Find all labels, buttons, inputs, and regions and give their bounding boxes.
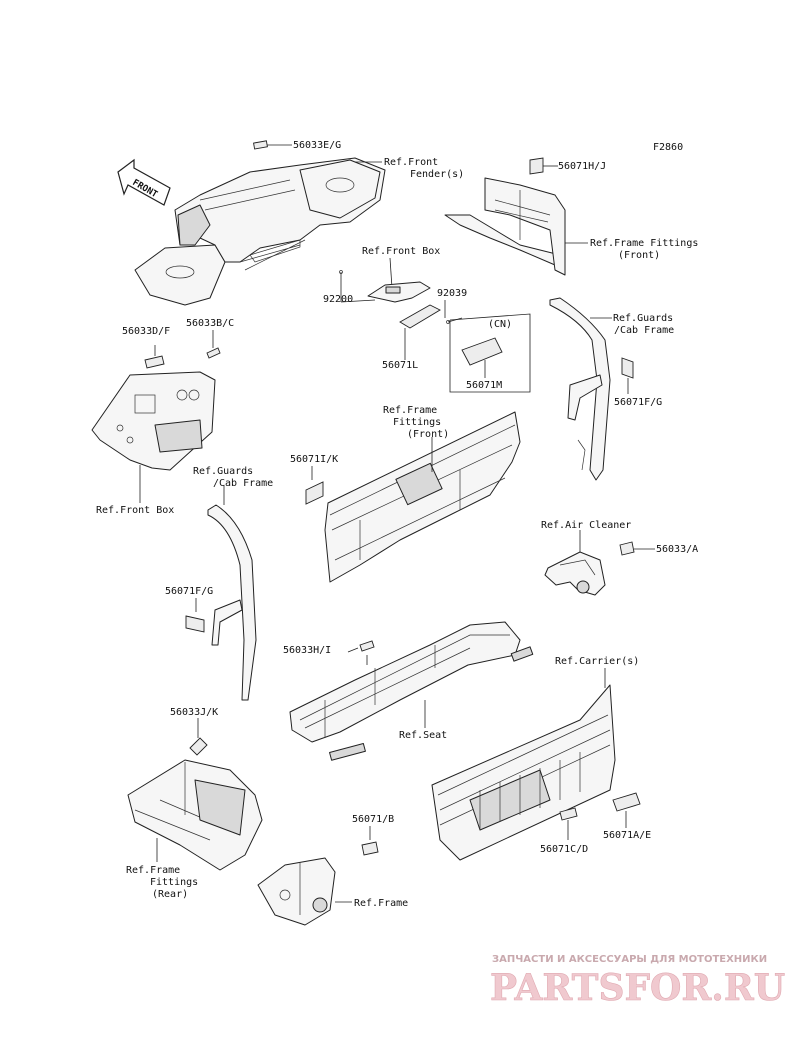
label-56071hj: 56071H/J <box>558 161 606 172</box>
label-ref-guards-r2: /Cab Frame <box>614 325 674 336</box>
watermark-brand: PARTSFOR.RU <box>490 967 785 1009</box>
air-cleaner <box>544 551 606 596</box>
label-ref-frame-fittings-rear2: Fittings <box>150 877 198 888</box>
front-box-dash <box>91 371 216 471</box>
label-ref-frame: Ref.Frame <box>354 898 408 909</box>
label-ref-frame-fittings-front-b2: Fittings <box>393 417 441 428</box>
label-ref-frame-fittings-front-a1: Ref.Frame Fittings <box>590 238 698 249</box>
label-ref-guards-l2: /Cab Frame <box>213 478 273 489</box>
label-56033bc: 56033B/C <box>186 318 234 329</box>
guard-cab-frame-right <box>549 297 611 481</box>
sticker-56071ik <box>305 481 324 505</box>
label-56071m: 56071M <box>466 380 502 391</box>
guard-cab-frame-left <box>207 504 257 701</box>
label-ref-seat: Ref.Seat <box>399 730 447 741</box>
frame-fittings-front-panel <box>324 411 521 583</box>
label-ref-frame-fittings-rear1: Ref.Frame <box>126 865 180 876</box>
label-92200: 92200 <box>323 294 353 305</box>
sticker-56071cd <box>559 807 578 821</box>
label-56071fg-l: 56071F/G <box>165 586 213 597</box>
label-ref-guards-r1: Ref.Guards <box>613 313 673 324</box>
sticker-56033bc <box>206 347 221 359</box>
label-ref-carriers: Ref.Carrier(s) <box>555 656 639 667</box>
label-56033hi: 56033H/I <box>283 645 331 656</box>
sticker-56033df <box>144 355 165 369</box>
label-56071l: 56071L <box>382 360 418 371</box>
sticker-56033a <box>619 541 635 556</box>
sticker-56071l <box>399 304 441 329</box>
sticker-56033eg <box>253 140 268 150</box>
carrier-bed <box>431 684 616 861</box>
front-arrow-icon: FRONT <box>117 158 171 206</box>
frame-fittings-front-upper <box>444 177 566 276</box>
label-92039: 92039 <box>437 288 467 299</box>
label-ref-frame-fittings-front-b1: Ref.Frame <box>383 405 437 416</box>
label-56071b: 56071/B <box>352 814 394 825</box>
label-ref-air-cleaner: Ref.Air Cleaner <box>541 520 631 531</box>
sticker-56071ae <box>612 792 641 812</box>
label-56071cd: 56071C/D <box>540 844 588 855</box>
figure-code: F2860 <box>653 142 683 153</box>
sticker-56071fg-l <box>185 615 205 633</box>
label-56033a: 56033/A <box>656 544 698 555</box>
label-ref-frame-fittings-rear3: (Rear) <box>152 889 188 900</box>
label-56071ik: 56071I/K <box>290 454 338 465</box>
frame-bracket <box>257 857 336 926</box>
label-ref-frame-fittings-front-b3: (Front) <box>407 429 449 440</box>
label-56071fg-r: 56071F/G <box>614 397 662 408</box>
label-56071ae: 56071A/E <box>603 830 651 841</box>
sticker-56071fg-r <box>621 357 634 379</box>
sticker-56071b <box>361 841 379 856</box>
label-ref-guards-l1: Ref.Guards <box>193 466 253 477</box>
label-ref-front-box-top: Ref.Front Box <box>362 246 440 257</box>
label-56033df: 56033D/F <box>122 326 170 337</box>
seat-frame <box>289 621 534 761</box>
watermark-subtitle: ЗАПЧАСТИ И АКСЕССУАРЫ ДЛЯ МОТОТЕХНИКИ <box>492 954 767 965</box>
sticker-56033jk <box>189 737 208 756</box>
label-56033eg: 56033E/G <box>293 140 341 151</box>
label-ref-front-box-left: Ref.Front Box <box>96 505 174 516</box>
sticker-56071hj <box>529 157 544 175</box>
label-ref-frame-fittings-front-a2: (Front) <box>618 250 660 261</box>
label-ref-front-fender-2: Fender(s) <box>410 169 464 180</box>
label-cn: (CN) <box>488 319 512 330</box>
sticker-56071m <box>461 337 503 366</box>
frame-fittings-rear <box>127 759 263 871</box>
label-ref-front-fender-1: Ref.Front <box>384 157 438 168</box>
front-fender-assembly <box>134 157 386 306</box>
sticker-56033hi <box>359 640 375 652</box>
label-56033jk: 56033J/K <box>170 707 218 718</box>
